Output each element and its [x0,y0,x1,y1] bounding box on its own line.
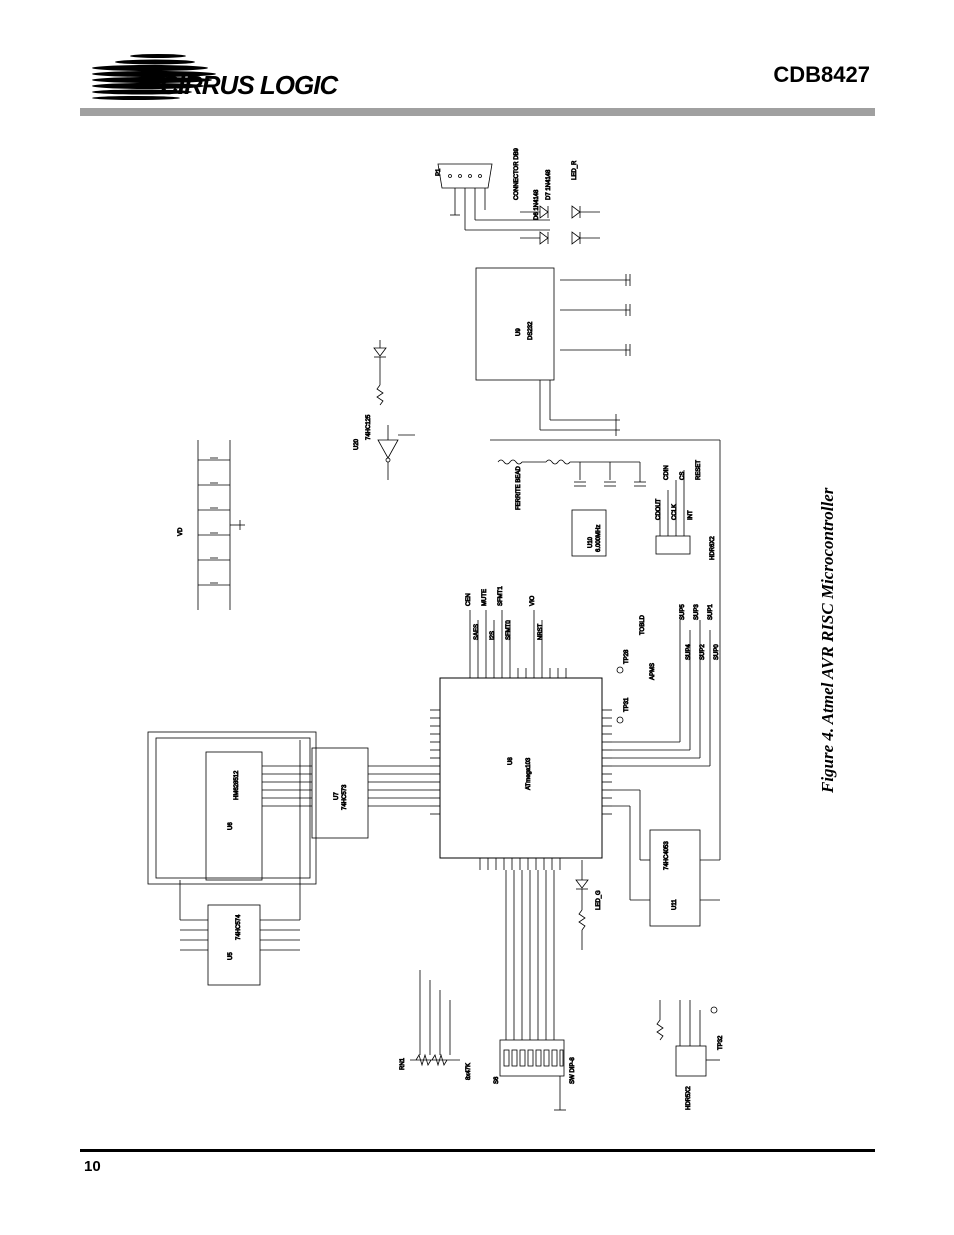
mcu-bottom-pins [479,858,561,870]
ferrite-label: FERRITE BEAD [516,466,522,510]
signal-cen: CEN [466,593,472,606]
flipflop-part-label: 74HC574 [236,914,242,940]
rs232-capacitors [539,274,631,436]
data-bus [147,731,430,951]
logo-swoosh-icon [92,54,216,100]
diodes-and-leds [520,205,600,245]
sram-ref-label: U6 [228,822,234,830]
dip-switch-part-label: SW DIP-8 [570,1057,576,1084]
signal-i2s: I2S [490,631,496,640]
schematic-drawing: U8 ATmega103 U7 74HC573 U6 HM628512 U5 7… [147,147,724,1111]
signal-sfmt1: SFMT1 [498,586,504,606]
signal-sup4: SUP4 [686,644,692,660]
document-title: CDB8427 [773,62,870,87]
diode-d7-label: D7 1N4148 [546,169,552,200]
power-vd-label: VD [178,527,184,536]
signal-sup2: SUP2 [700,644,706,660]
diode-d6-label: D6 1N4148 [534,189,540,220]
signal-apms: APMS [650,663,656,680]
connector-ref-label: P1 [436,168,442,176]
page-number: 10 [84,1158,101,1175]
led-green-label: LED_G [596,890,602,910]
mux-part-label: 74HC4053 [664,841,670,870]
header-rule [80,108,875,116]
test-points [616,666,718,1014]
dip-switch-ref-label: S6 [494,1076,500,1084]
sram-u6 [205,751,263,881]
resnet-ref-label: RN1 [400,1057,406,1070]
signal-sup3: SUP3 [694,604,700,620]
mcu-part-label: ATmega103 [526,757,532,790]
oscillator-u10 [571,509,607,557]
header-j10 [655,535,691,555]
latch-ref-label: U7 [334,792,340,800]
test-point-tp31: TP31 [624,697,630,712]
db9-connector [437,163,550,231]
cirrus-logic-logo [92,54,216,100]
header-j9-wires [656,1000,720,1061]
signal-int: INT [688,510,694,520]
led-d10-icon [575,860,589,950]
mcu-top-pins [469,668,567,678]
latch-u7 [311,747,369,839]
signal-mute: MUTE [482,589,488,606]
signal-cs: CS [680,472,686,480]
mux-u11 [649,829,701,927]
signal-sup5: SUP5 [680,604,686,620]
led-red-label: LED_R [572,160,578,180]
signal-cclk: CCLK [672,504,678,520]
mcu-top-signal-arrows [469,610,543,668]
signal-sup0: SUP0 [714,644,720,660]
signal-vio: VIO [530,595,536,606]
signal-saes: SAES [474,624,480,640]
mcu-u8 [439,677,603,859]
rs232-part-label: DS232 [528,321,534,340]
logo-wordmark: CIRRUS LOGIC [160,70,338,100]
led-d5-icon [373,340,387,406]
flipflop-ref-label: U5 [228,952,234,960]
signal-cdin: CDIN [664,465,670,480]
inverter-part-label: 74HC125 [366,414,372,440]
signal-sup1: SUP1 [708,604,714,620]
header-j10-label: HDR6X2 [710,536,716,560]
oscillator-ref-label: U10 [588,536,594,548]
mcu-side-pins [430,709,612,815]
signal-tobld: TOBLD [640,614,646,635]
signal-reset: RESET [696,460,702,480]
inverter-u20 [377,425,415,480]
header-j9 [675,1045,707,1077]
header-j9-label: HDR5X2 [686,1086,692,1110]
latch-part-label: 74HC573 [342,784,348,810]
mux-wires [490,439,721,901]
ferrite-and-caps [497,459,646,487]
mcu-ref-label: U8 [508,757,514,765]
resistor-network-rn1 [410,970,460,1067]
test-point-tp28: TP28 [624,649,630,664]
signal-sfmt0: SFMT0 [506,620,512,640]
dip-switch-wires [505,870,566,1111]
signal-cdout: CDOUT [656,498,662,520]
dip-switch-s6 [499,1039,565,1077]
oscillator-part-label: 6.000MHz [596,525,602,552]
sram-part-label: HM628512 [234,770,240,800]
flipflop-u5 [207,904,261,986]
resnet-value-label: 8x47K [466,1063,472,1080]
mux-ref-label: U11 [672,899,678,910]
figure-caption-text: Figure 4. Atmel AVR RISC Microcontroller [818,487,837,793]
test-point-tp32: TP32 [718,1035,724,1050]
footer-rule [80,1149,875,1152]
rs232-ref-label: U9 [516,328,522,336]
right-bottom-signal-lines [612,620,711,767]
rs232-u9 [475,267,555,381]
dip-switch-toggles [503,1049,564,1067]
signal-nrst: NRST [538,623,544,640]
header-j10-pins [659,470,685,536]
connector-label: CONNECTOR DB9 [514,147,520,200]
inverter-ref-label: U20 [354,438,360,450]
capacitor-bank [197,440,245,610]
